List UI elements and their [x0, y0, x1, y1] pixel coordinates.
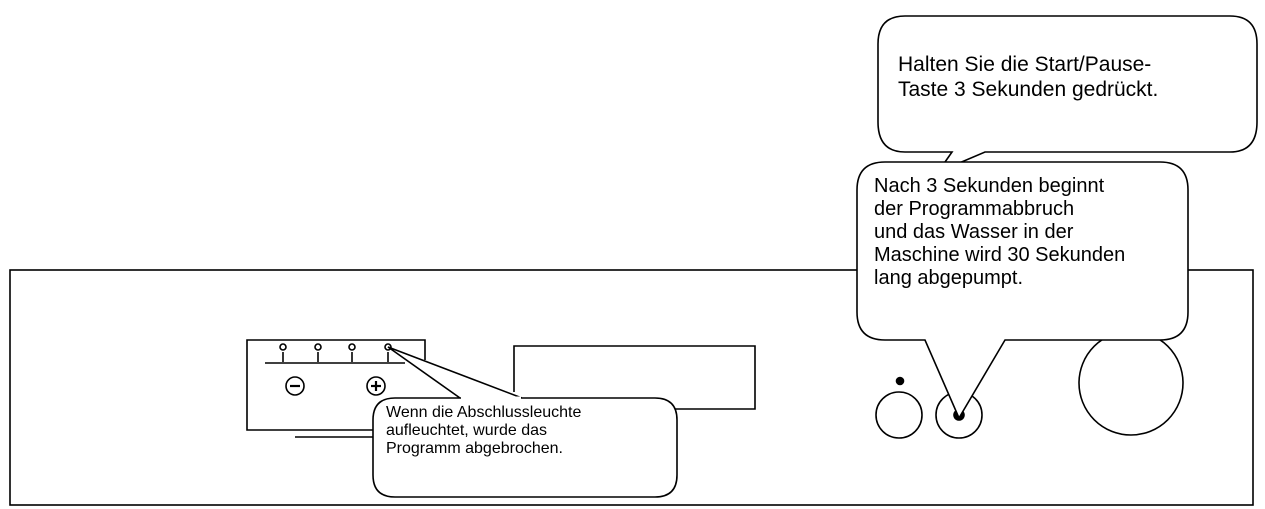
- program-indicator-box: [246, 339, 426, 431]
- callout-bubble-middle: [856, 161, 1189, 420]
- indicator-light-4: [384, 343, 392, 351]
- callout-text-middle: Nach 3 Sekunden beginnt der Programmabbr…: [874, 175, 1126, 289]
- indicator-light-3: [348, 343, 356, 351]
- program-button-left[interactable]: [875, 391, 923, 439]
- program-knob[interactable]: [1078, 330, 1184, 436]
- plus-circle-icon[interactable]: [366, 376, 386, 396]
- indicator-light-2: [314, 343, 322, 351]
- callout-text-bottom: Wenn die Abschlussleuchte aufleuchtet, w…: [386, 404, 582, 457]
- control-panel-frame: [9, 269, 1254, 506]
- minus-circle-icon[interactable]: [285, 376, 305, 396]
- callout-bubble-bottom: [372, 346, 678, 498]
- display-window: [513, 345, 756, 410]
- callout-text-top: Halten Sie die Start/Pause- Taste 3 Seku…: [898, 53, 1159, 101]
- indicator-light-1: [279, 343, 287, 351]
- status-dot: [895, 376, 905, 386]
